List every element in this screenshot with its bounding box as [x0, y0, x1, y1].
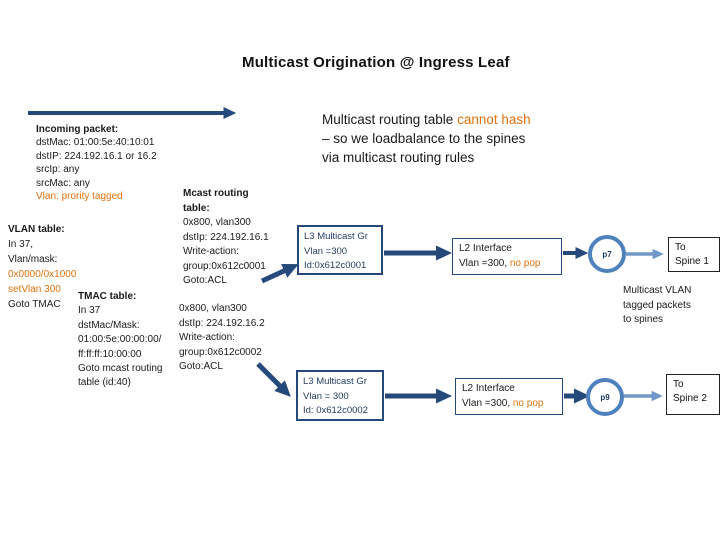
note-line-2: – so we loadbalance to the spines [322, 131, 526, 146]
vlan-table-heading: VLAN table: [8, 224, 65, 235]
to-spine2-box: To Spine 2 [666, 374, 720, 415]
l2-box2-nopop-text: no pop [512, 398, 544, 409]
spine-packets-note-line: tagged packets [623, 299, 691, 311]
incoming-packet-line: dstIP: 224.192.16.1 or 16.2 [36, 150, 157, 162]
l2-interface-box-1: L2 Interface Vlan =300, no pop [452, 238, 562, 275]
incoming-packet-line: srcIp: any [36, 164, 80, 176]
mcast-routing-table-block: Mcast routing table: 0x800, vlan300 dstI… [183, 187, 269, 289]
mcast-entry2-line: group:0x612c0002 [179, 346, 262, 358]
port-p9-label: p9 [600, 392, 610, 402]
tmac-table-block: TMAC table: In 37 dstMac/Mask: 01:00:5e:… [78, 290, 162, 391]
l2-box1-line1: L2 Interface [459, 243, 512, 254]
spine-packets-note-line: to spines [623, 314, 664, 325]
port-p9-circle: p9 [586, 378, 624, 416]
spine-packets-note-line: Multicast VLAN [623, 285, 692, 296]
l3-box1-line: Id:0x612c0001 [304, 260, 367, 272]
note-line-1: Multicast routing table cannot hash [322, 110, 531, 129]
vlan-table-footer: Goto TMAC [8, 299, 61, 310]
vlan-table-setvlan-line: setVlan 300 [8, 284, 61, 295]
incoming-packet-line: dstMac: 01:00:5e:40:10:01 [36, 137, 155, 149]
to-spine1-box: To Spine 1 [668, 237, 720, 272]
mcast-entry2-line: 0x800, vlan300 [179, 303, 247, 314]
l2-box1-nopop-text: no pop [509, 258, 541, 269]
incoming-packet-heading: Incoming packet: [36, 124, 119, 135]
mcast-table-heading-line1: Mcast routing [183, 188, 249, 199]
l2-box2-vlan-text: Vlan =300, [462, 398, 513, 409]
tmac-table-line: In 37 [78, 305, 101, 317]
tmac-table-heading: TMAC table: [78, 291, 137, 302]
mcast-entry2-line: Write-action: [179, 332, 235, 343]
vlan-table-block: VLAN table: In 37, Vlan/mask: 0x0000/0x1… [8, 222, 76, 312]
mcast-table-line: dstIp: 224.192.16.1 [183, 231, 269, 243]
incoming-packet-line: srcMac: any [36, 177, 90, 189]
spine1-line1: To [675, 242, 686, 253]
mcast2-to-l3-arrow [256, 362, 291, 397]
slide-title: Multicast Origination @ Ingress Leaf [242, 54, 510, 71]
l3-box2-line: L3 Multicast Gr [303, 376, 367, 387]
incoming-packet-block: Incoming packet: dstMac: 01:00:5e:40:10:… [36, 123, 157, 203]
tmac-table-line: 01:00:5e:00:00:00/ [78, 334, 162, 346]
l3-box1-line: Vlan =300 [304, 245, 348, 257]
tmac-table-line: dstMac/Mask: [78, 319, 140, 331]
note-line-3: via multicast routing rules [322, 150, 475, 165]
mcast1-to-l3-arrow [260, 264, 299, 284]
port-p7-label: p7 [602, 249, 612, 259]
l3-box2-line: Id: 0x612c0002 [303, 405, 368, 417]
spine-packets-note: Multicast VLAN tagged packets to spines [623, 284, 691, 328]
mcast-entry2-line: dstIp: 224.192.16.2 [179, 317, 265, 329]
mcast-entry2-line: Goto:ACL [179, 361, 223, 372]
l2-box2-line1: L2 Interface [462, 383, 515, 394]
l2-interface-box-2: L2 Interface Vlan =300, no pop [455, 378, 563, 415]
l2-box1-vlan-text: Vlan =300, [459, 258, 510, 269]
spine2-line1: To [673, 379, 684, 390]
note-line-1-text: Multicast routing table [322, 112, 458, 127]
spine2-line2: Spine 2 [673, 393, 707, 404]
tmac-table-line: ff:ff:ff:10:00:00 [78, 348, 142, 360]
mcast-table-line: Write-action: [183, 246, 239, 257]
incoming-packet-vlan-line: Vlan: prority tagged [36, 191, 123, 203]
l3-box2-line: Vlan = 300 [303, 390, 349, 402]
l3-box1-line: L3 Multicast Gr [304, 231, 368, 242]
mcast-table-line: Goto:ACL [183, 275, 227, 286]
note-line-1-highlight: cannot hash [457, 112, 531, 127]
l2-box2-line2: Vlan =300, no pop [462, 396, 562, 411]
vlan-table-line: In 37, [8, 239, 34, 250]
mcast-routing-entry2-block: 0x800, vlan300 dstIp: 224.192.16.2 Write… [179, 302, 265, 375]
tmac-table-line: Goto mcast routing [78, 363, 163, 375]
vlan-table-mask-line: 0x0000/0x1000 [8, 269, 77, 280]
mcast-table-line: group:0x612c0001 [183, 260, 266, 272]
l2-box1-line2: Vlan =300, no pop [459, 256, 561, 271]
mcast-table-line: 0x800, vlan300 [183, 217, 251, 228]
vlan-table-line: Vlan/mask: [8, 254, 58, 265]
spine1-line2: Spine 1 [675, 256, 709, 267]
l3-multicast-group-box-1: L3 Multicast Gr Vlan =300 Id:0x612c0001 [297, 225, 383, 275]
loadbalance-note: Multicast routing table cannot hash – so… [322, 110, 531, 167]
l3-multicast-group-box-2: L3 Multicast Gr Vlan = 300 Id: 0x612c000… [296, 370, 384, 421]
tmac-table-line: table (id:40) [78, 377, 131, 389]
port-p7-circle: p7 [588, 235, 626, 273]
mcast-table-heading-line2: table: [183, 202, 210, 214]
